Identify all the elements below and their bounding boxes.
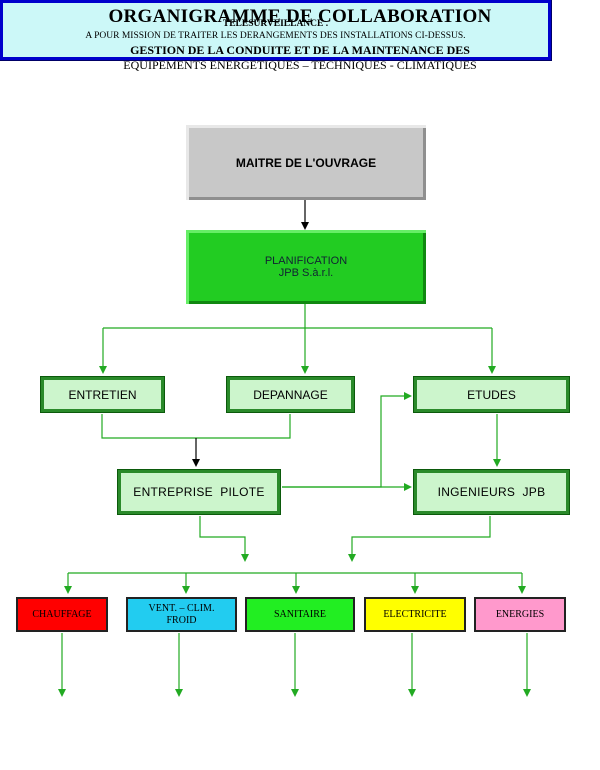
node-ingenieurs-label: INGENIEURS JPB [437,485,546,499]
node-depannage: DEPANNAGE [226,376,355,413]
trade-energies-label: ENERGIES [495,608,545,620]
arrow-pilote-down [199,516,249,562]
node-pilote-label: ENTREPRISE PILOTE [133,485,265,499]
telesurveillance-mission: A POUR MISSION DE TRAITER LES DERANGEMEN… [85,31,466,41]
node-entretien-label: ENTRETIEN [68,387,137,402]
page-subtitle-line2: EQUIPEMENTS ENERGETIQUES – TECHNIQUES - … [123,58,477,72]
node-entretien: ENTRETIEN [40,376,165,413]
node-etudes-label: ETUDES [467,387,516,402]
node-maitre-label: MAITRE DE L'OUVRAGE [235,155,377,170]
node-etudes: ETUDES [413,376,570,413]
trade-electricite: ELECTRICITE [364,597,466,632]
trade-sanitaire: SANITAIRE [245,597,355,632]
node-planification-company: JPB S.à.r.l. [278,267,334,279]
arrow-ingenieurs-down [348,516,491,562]
trade-electricite-label: ELECTRICITE [383,608,447,620]
trade-vent-clim: VENT. – CLIM. FROID [126,597,237,632]
trade-chauffage: CHAUFFAGE [16,597,108,632]
page-title: ORGANIGRAMME DE COLLABORATION [108,6,492,27]
telesurveillance-title: TELESURVEILLANCE . [222,19,329,29]
node-planification-label: PLANIFICATION [264,255,348,267]
trade-vent-label-line1: VENT. – CLIM. [148,602,215,614]
merge-entretien-depannage [101,414,291,439]
node-maitre-ouvrage: MAITRE DE L'OUVRAGE [186,125,426,200]
trade-chauffage-label: CHAUFFAGE [32,608,92,620]
trade-vent-label-line2: FROID [166,614,197,626]
trade-energies: ENERGIES [474,597,566,632]
node-telesurveillance: TELESURVEILLANCE . A POUR MISSION DE TRA… [0,0,552,61]
node-ingenieurs-jpb: INGENIEURS JPB [413,469,570,515]
node-entreprise-pilote: ENTREPRISE PILOTE [117,469,281,515]
page-subtitle-line1: GESTION DE LA CONDUITE ET DE LA MAINTENA… [130,43,470,57]
node-planification: PLANIFICATION JPB S.à.r.l. [186,230,426,304]
trade-sanitaire-label: SANITAIRE [274,608,326,620]
node-depannage-label: DEPANNAGE [253,387,328,402]
